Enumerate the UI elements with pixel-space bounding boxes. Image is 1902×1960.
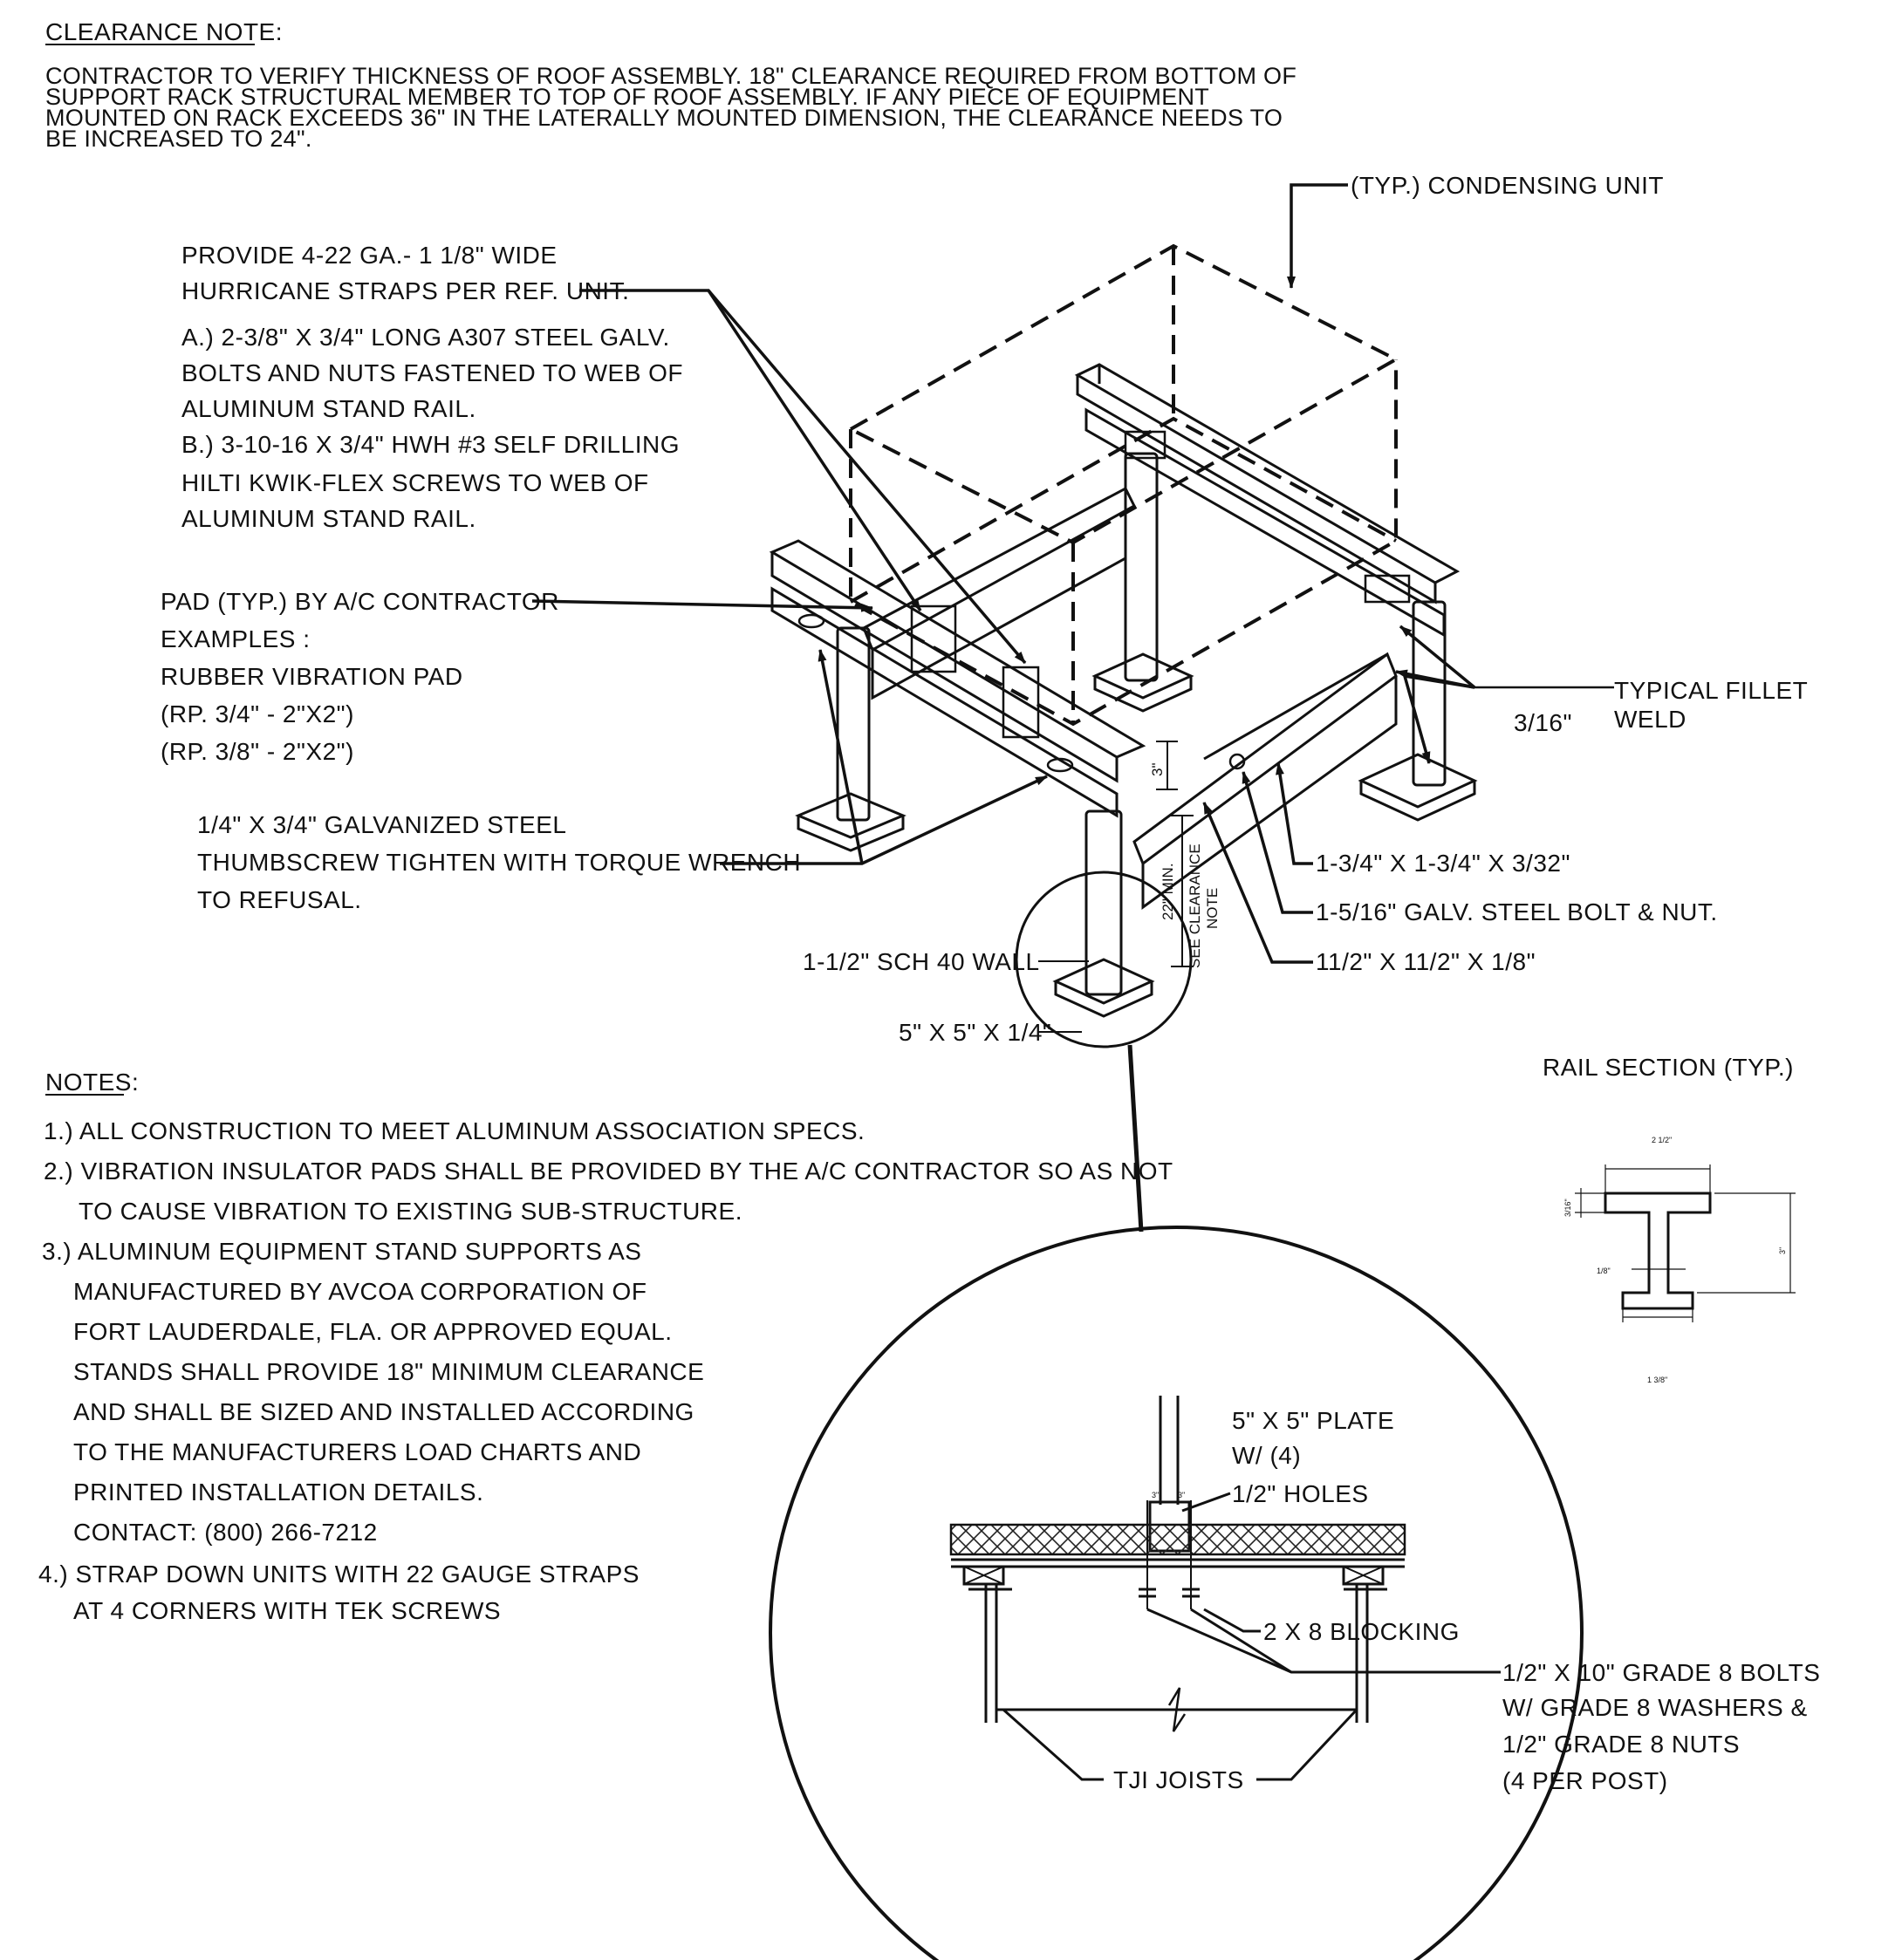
rail-dim-label: 3/16": [1563, 1199, 1572, 1217]
straps-callout-line: A.) 2-3/8" X 3/4" LONG A307 STEEL GALV.: [181, 324, 670, 351]
see-clearance-label: NOTE: [1204, 888, 1221, 929]
dim-22-label: 22" MIN.: [1160, 863, 1176, 920]
rear-rail: [1074, 363, 1461, 638]
plate-label: 1/2" HOLES: [1232, 1480, 1369, 1507]
bolts-label: W/ GRADE 8 WASHERS &: [1502, 1694, 1808, 1721]
clearance-note: CLEARANCE NOTE: CONTRACTOR TO VERIFY THI…: [45, 18, 1297, 152]
rail-section: RAIL SECTION (TYP.) 2 1/2" 3/16" 3" 1/8"…: [1543, 1054, 1796, 1384]
front-rail: [769, 539, 1146, 818]
tube-size-label: 1-3/4" X 1-3/4" X 3/32": [1316, 850, 1570, 877]
fillet-weld-label: TYPICAL FILLET: [1614, 677, 1808, 704]
note-line: MANUFACTURED BY AVCOA CORPORATION OF: [73, 1278, 647, 1305]
vibration-pads: [910, 430, 1411, 739]
stand-callouts: (TYP.) CONDENSING UNIT PROVIDE 4-22 GA.-…: [161, 172, 1808, 1046]
roof-insulation: [949, 1523, 1406, 1556]
bolt-nut-label: 1-5/16" GALV. STEEL BOLT & NUT.: [1316, 898, 1718, 925]
rail-dim-label: 3": [1778, 1247, 1787, 1254]
note-line: TO CAUSE VIBRATION TO EXISTING SUB-STRUC…: [79, 1198, 742, 1225]
plate-dim-label: 3": [1152, 1491, 1159, 1499]
clearance-note-line: MOUNTED ON RACK EXCEEDS 36" IN THE LATER…: [45, 105, 1283, 131]
thumbscrews: [797, 613, 1246, 773]
note-line: 1.) ALL CONSTRUCTION TO MEET ALUMINUM AS…: [44, 1117, 865, 1144]
joists-label: TJI JOISTS: [1113, 1766, 1244, 1793]
rail-dim-label: 1/8": [1597, 1267, 1611, 1275]
straps-callout-line: PROVIDE 4-22 GA.- 1 1/8" WIDE: [181, 242, 558, 269]
note-line: 2.) VIBRATION INSULATOR PADS SHALL BE PR…: [44, 1158, 1173, 1185]
bolts-label: 1/2" GRADE 8 NUTS: [1502, 1731, 1740, 1758]
condensing-unit-label: (TYP.) CONDENSING UNIT: [1351, 172, 1664, 199]
clearance-note-line: CONTRACTOR TO VERIFY THICKNESS OF ROOF A…: [45, 63, 1297, 89]
bolts-label: 1/2" X 10" GRADE 8 BOLTS: [1502, 1659, 1820, 1686]
plate-label: W/ (4): [1232, 1442, 1301, 1469]
note-line: AND SHALL BE SIZED AND INSTALLED ACCORDI…: [73, 1398, 694, 1425]
base-plate-label: 5" X 5" X 1/4": [899, 1019, 1051, 1046]
dim-3-label: 3": [1149, 763, 1166, 777]
posts: [836, 452, 1447, 996]
rail-section-profile: [1604, 1192, 1712, 1310]
equipment-stand-drawing: [769, 243, 1584, 1960]
note-line: FORT LAUDERDALE, FLA. OR APPROVED EQUAL.: [73, 1318, 673, 1345]
clearance-note-line: BE INCREASED TO 24".: [45, 126, 312, 152]
bolts-label: (4 PER POST): [1502, 1767, 1668, 1794]
straps-callout-line: HILTI KWIK-FLEX SCREWS TO WEB OF: [181, 469, 649, 496]
thumbscrew-callout-line: THUMBSCREW TIGHTEN WITH TORQUE WRENCH: [197, 849, 801, 876]
base-plates: [795, 652, 1478, 1018]
straps-callout-line: ALUMINUM STAND RAIL.: [181, 505, 476, 532]
weld-size-label: 3/16": [1514, 709, 1572, 736]
straps-callout-line: ALUMINUM STAND RAIL.: [181, 395, 476, 422]
note-line: PRINTED INSTALLATION DETAILS.: [73, 1479, 483, 1506]
clearance-note-line: SUPPORT RACK STRUCTURAL MEMBER TO TOP OF…: [45, 84, 1209, 110]
plate-dim-label: 3": [1178, 1491, 1185, 1499]
detail-enlargement-circle: [769, 1226, 1584, 1960]
straps-callout-line: BOLTS AND NUTS FASTENED TO WEB OF: [181, 359, 683, 386]
note-line: STANDS SHALL PROVIDE 18" MINIMUM CLEARAN…: [73, 1358, 704, 1385]
post-attachment-detail: 5" X 5" PLATE W/ (4) 1/2" HOLES 3" 3" 2 …: [949, 1396, 1820, 1794]
pad-callout-line: RUBBER VIBRATION PAD: [161, 663, 463, 690]
pad-callout-line: (RP. 3/4" - 2"X2"): [161, 700, 354, 727]
blocking-label: 2 X 8 BLOCKING: [1263, 1618, 1460, 1645]
rail-dim-label: 2 1/2": [1652, 1136, 1672, 1144]
thumbscrew-callout-line: 1/4" X 3/4" GALVANIZED STEEL: [197, 811, 566, 838]
plate-label: 5" X 5" PLATE: [1232, 1407, 1394, 1434]
condensing-unit-outline: [846, 243, 1400, 727]
rail-section-title: RAIL SECTION (TYP.): [1543, 1054, 1794, 1081]
leader-lines: [531, 183, 1614, 1033]
fillet-weld-label: WELD: [1614, 706, 1686, 733]
general-notes: NOTES: 1.) ALL CONSTRUCTION TO MEET ALUM…: [38, 1069, 1173, 1624]
straps-callout-line: HURRICANE STRAPS PER REF. UNIT.: [181, 277, 629, 304]
detail-reference-circle: [1015, 871, 1193, 1048]
straps-callout-line: B.) 3-10-16 X 3/4" HWH #3 SELF DRILLING: [181, 431, 680, 458]
notes-heading: NOTES:: [45, 1069, 139, 1096]
note-line: CONTACT: (800) 266-7212: [73, 1519, 378, 1546]
clearance-note-heading: CLEARANCE NOTE:: [45, 18, 283, 45]
note-line: AT 4 CORNERS WITH TEK SCREWS: [73, 1597, 501, 1624]
tube-size-label: 11/2" X 11/2" X 1/8": [1316, 948, 1536, 975]
see-clearance-label: SEE CLEARANCE: [1187, 843, 1203, 968]
note-line: 4.) STRAP DOWN UNITS WITH 22 GAUGE STRAP…: [38, 1560, 640, 1588]
pipe-label: 1-1/2" SCH 40 WALL: [803, 948, 1040, 975]
pad-callout-line: PAD (TYP.) BY A/C CONTRACTOR: [161, 588, 559, 615]
note-line: TO THE MANUFACTURERS LOAD CHARTS AND: [73, 1438, 641, 1465]
pad-callout-line: EXAMPLES :: [161, 625, 311, 652]
cross-rails: [862, 486, 1398, 910]
pad-callout-line: (RP. 3/8" - 2"X2"): [161, 738, 354, 765]
note-line: 3.) ALUMINUM EQUIPMENT STAND SUPPORTS AS: [42, 1238, 641, 1265]
rail-dim-label: 1 3/8": [1647, 1376, 1667, 1384]
thumbscrew-callout-line: TO REFUSAL.: [197, 886, 362, 913]
